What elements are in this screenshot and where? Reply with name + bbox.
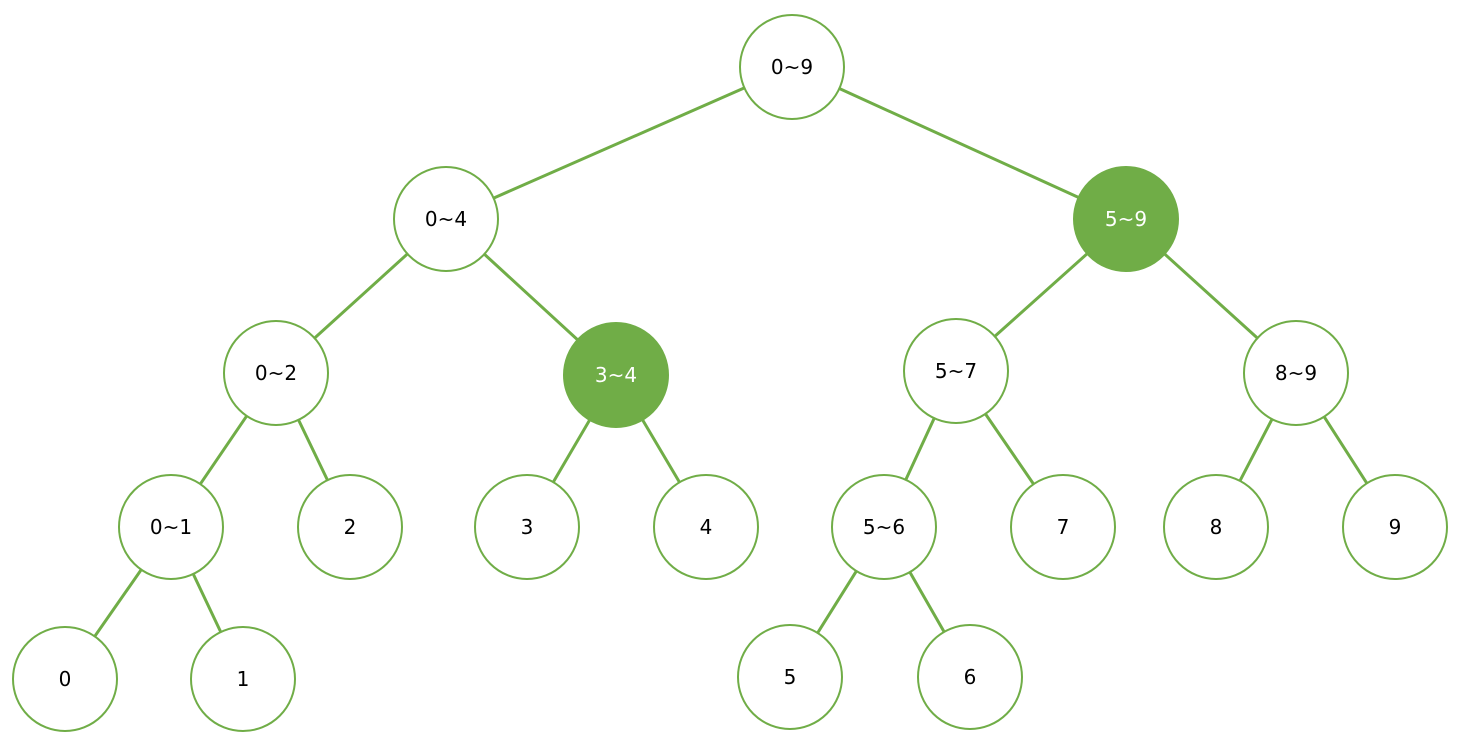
node-circle bbox=[223, 320, 329, 426]
tree-node-n1: 1 bbox=[190, 626, 296, 732]
edge-n5-6-to-n6 bbox=[908, 570, 946, 634]
node-circle bbox=[393, 166, 499, 272]
tree-node-n6: 6 bbox=[917, 624, 1023, 730]
tree-node-n5: 5 bbox=[737, 624, 843, 730]
edge-n5-6-to-n5 bbox=[816, 569, 858, 635]
node-circle bbox=[653, 474, 759, 580]
node-label: 6 bbox=[964, 665, 977, 689]
node-label: 0 bbox=[59, 667, 72, 691]
tree-node-n8-9: 8~9 bbox=[1243, 320, 1349, 426]
node-circle bbox=[1243, 320, 1349, 426]
tree-node-n8: 8 bbox=[1163, 474, 1269, 580]
edge-n0-9-to-n0-4 bbox=[492, 86, 746, 200]
node-circle bbox=[1010, 474, 1116, 580]
tree-node-n9: 9 bbox=[1342, 474, 1448, 580]
node-label: 3~4 bbox=[595, 363, 637, 387]
node-label: 4 bbox=[700, 515, 713, 539]
edge-n5-9-to-n5-7 bbox=[993, 252, 1089, 338]
node-label: 1 bbox=[237, 667, 250, 691]
node-label: 0~9 bbox=[771, 55, 813, 79]
edge-n3-4-to-n4 bbox=[640, 418, 682, 484]
tree-node-n3-4: 3~4 bbox=[563, 322, 669, 428]
edge-n5-7-to-n5-6 bbox=[904, 416, 936, 482]
node-circle bbox=[1342, 474, 1448, 580]
edge-n0-4-to-n3-4 bbox=[482, 252, 580, 342]
tree-node-n0: 0 bbox=[12, 626, 118, 732]
tree-node-n4: 4 bbox=[653, 474, 759, 580]
node-circle bbox=[739, 14, 845, 120]
tree-node-n5-7: 5~7 bbox=[903, 318, 1009, 424]
node-circle bbox=[118, 474, 224, 580]
node-label: 0~2 bbox=[255, 361, 297, 385]
node-circle bbox=[190, 626, 296, 732]
tree-node-n3: 3 bbox=[474, 474, 580, 580]
node-label: 7 bbox=[1057, 515, 1070, 539]
tree-node-n0-1: 0~1 bbox=[118, 474, 224, 580]
edge-n3-4-to-n3 bbox=[551, 418, 592, 484]
tree-node-n0-2: 0~2 bbox=[223, 320, 329, 426]
node-label: 5 bbox=[784, 665, 797, 689]
node-circle bbox=[297, 474, 403, 580]
node-label: 5~9 bbox=[1105, 207, 1147, 231]
edge-n5-7-to-n7 bbox=[983, 412, 1036, 486]
tree-node-n5-6: 5~6 bbox=[831, 474, 937, 580]
node-label: 0~4 bbox=[425, 207, 467, 231]
node-circle bbox=[917, 624, 1023, 730]
node-label: 8 bbox=[1210, 515, 1223, 539]
edge-n0-1-to-n1 bbox=[191, 572, 223, 634]
edge-n0-1-to-n0 bbox=[93, 568, 143, 638]
node-circle bbox=[12, 626, 118, 732]
highlighted-node-circle bbox=[563, 322, 669, 428]
tree-node-n2: 2 bbox=[297, 474, 403, 580]
node-circle bbox=[474, 474, 580, 580]
node-label: 0~1 bbox=[150, 515, 192, 539]
tree-edges bbox=[93, 86, 1369, 638]
node-label: 5~6 bbox=[863, 515, 905, 539]
edge-n8-9-to-n8 bbox=[1238, 417, 1274, 483]
node-label: 8~9 bbox=[1275, 361, 1317, 385]
edge-n0-9-to-n5-9 bbox=[837, 87, 1081, 199]
edge-n5-9-to-n8-9 bbox=[1163, 252, 1259, 340]
node-label: 2 bbox=[344, 515, 357, 539]
tree-node-n0-4: 0~4 bbox=[393, 166, 499, 272]
node-label: 9 bbox=[1389, 515, 1402, 539]
tree-node-n7: 7 bbox=[1010, 474, 1116, 580]
node-circle bbox=[737, 624, 843, 730]
edge-n0-2-to-n2 bbox=[297, 418, 329, 482]
tree-nodes: 0~9 0~4 5~9 0~2 3~4 5~7 8~9 0~1 2 3 4 5~6 7 8 9 0 1 5 6 bbox=[12, 14, 1448, 732]
highlighted-node-circle bbox=[1073, 166, 1179, 272]
tree-node-n5-9: 5~9 bbox=[1073, 166, 1179, 272]
edge-n0-2-to-n0-1 bbox=[198, 414, 249, 486]
node-circle bbox=[1163, 474, 1269, 580]
node-circle bbox=[903, 318, 1009, 424]
node-label: 5~7 bbox=[935, 359, 977, 383]
node-circle bbox=[831, 474, 937, 580]
tree-node-n0-9: 0~9 bbox=[739, 14, 845, 120]
edge-n8-9-to-n9 bbox=[1322, 415, 1369, 485]
edge-n0-4-to-n0-2 bbox=[313, 252, 409, 340]
node-label: 3 bbox=[521, 515, 534, 539]
